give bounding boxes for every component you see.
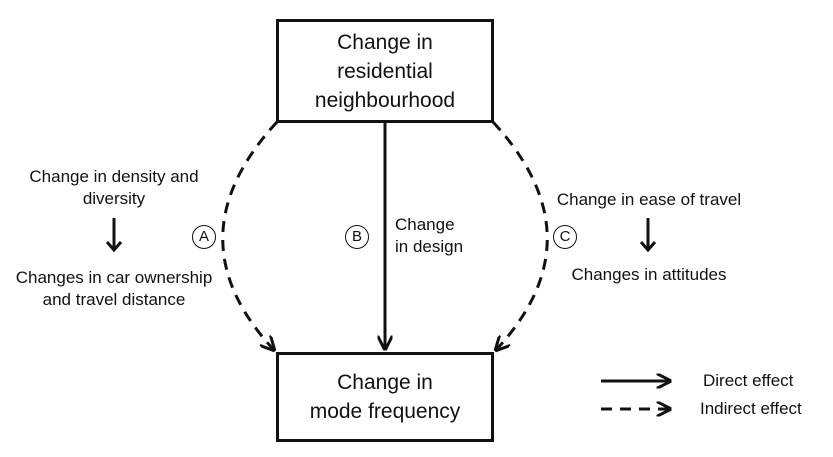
- top-box-line-2: residential: [337, 59, 433, 83]
- arrow-a-down: [105, 218, 123, 253]
- legend-indirect-label: Indirect effect: [700, 399, 802, 418]
- marker-b: B: [345, 225, 369, 249]
- indirect-arrow-c: [491, 120, 549, 350]
- marker-a: A: [192, 225, 216, 249]
- path-b-label-line-2: in design: [395, 237, 464, 256]
- path-a-cause: Change in density and diversity: [14, 166, 214, 210]
- path-a-effect: Changes in car ownership and travel dist…: [2, 267, 226, 311]
- path-b-label: Change in design: [395, 214, 463, 258]
- path-b-label-line-1: Change: [395, 215, 455, 234]
- path-c-effect: Changes in attitudes: [571, 265, 727, 284]
- path-a-cause-line-2: diversity: [82, 189, 146, 208]
- indirect-arrow-a: [221, 120, 279, 350]
- path-a-cause-line-1: Change in density and: [29, 167, 199, 186]
- path-a-effect-line-2: and travel distance: [42, 290, 186, 309]
- legend-direct-label: Direct effect: [703, 371, 794, 390]
- top-box-line-1: Change in: [337, 30, 433, 54]
- marker-c: C: [553, 225, 577, 249]
- path-c-cause: Change in ease of travel: [556, 190, 742, 209]
- bottom-box-line-1: Change in: [337, 371, 433, 394]
- arrow-c-down: [639, 218, 657, 253]
- top-box-line-3: neighbourhood: [314, 88, 456, 112]
- residential-change-box: Change in residential neighbourhood: [276, 19, 494, 123]
- bottom-box-line-2: mode frequency: [309, 400, 461, 423]
- path-a-effect-line-1: Changes in car ownership: [15, 268, 213, 287]
- mode-frequency-box: Change in mode frequency: [276, 352, 494, 442]
